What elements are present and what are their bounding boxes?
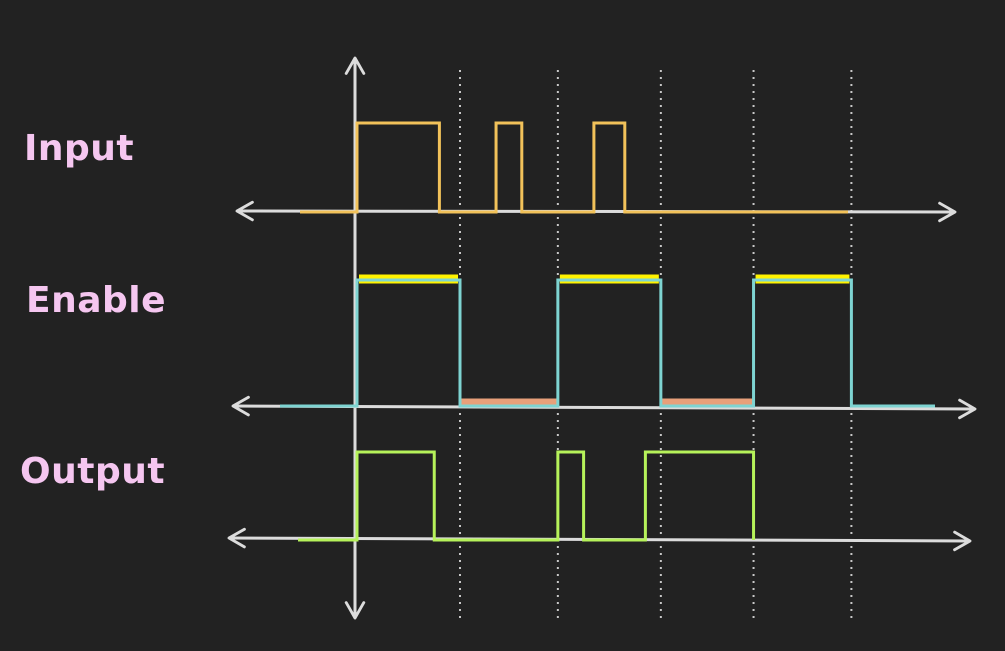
input-label: Input (24, 128, 135, 169)
output-label: Output (20, 451, 166, 492)
input-waveform (300, 121, 848, 214)
axes (227, 56, 977, 620)
enable-waveform (280, 278, 935, 408)
waveforms (280, 121, 935, 542)
output-waveform (298, 450, 756, 542)
enable-label: Enable (26, 280, 167, 321)
time-gridlines (459, 70, 853, 622)
enable-level-bars (359, 274, 850, 408)
